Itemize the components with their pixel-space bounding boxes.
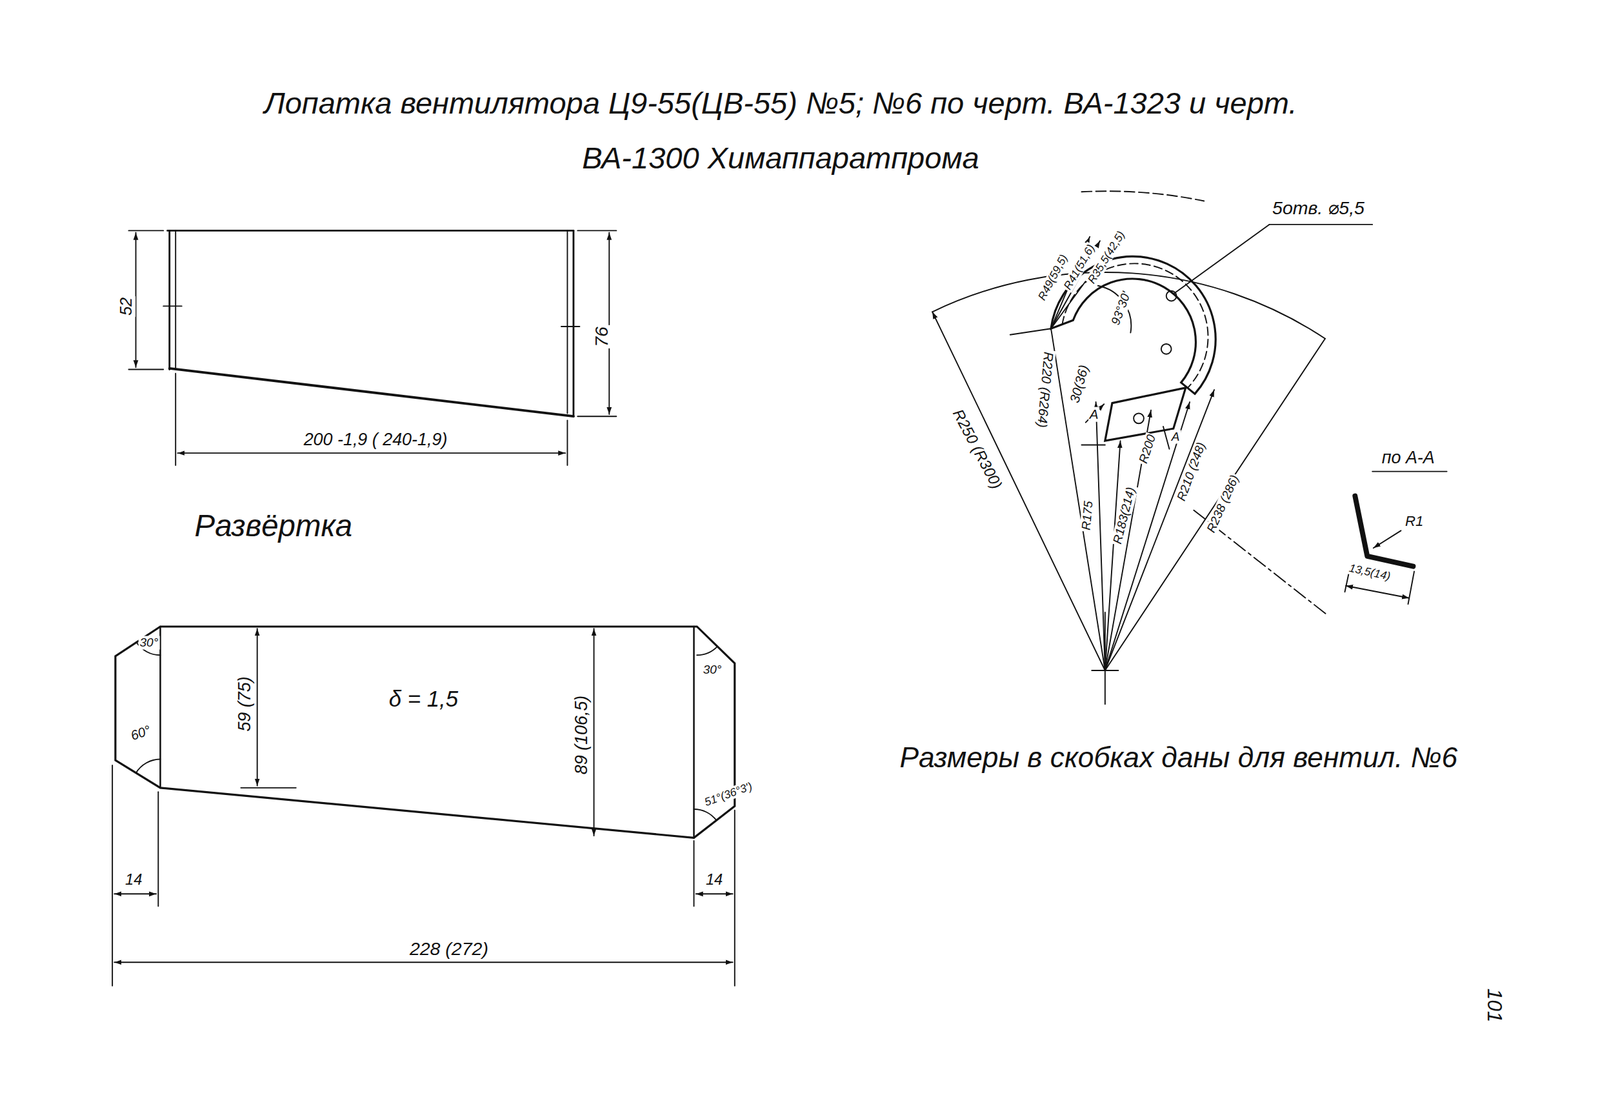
section-a-a xyxy=(1372,470,1447,473)
dimension-label: 52 xyxy=(117,295,136,317)
blade-top-view xyxy=(168,230,171,370)
sector-construction xyxy=(1050,328,1106,671)
dimension-label: 30(36) xyxy=(1067,361,1092,406)
drawing-line xyxy=(112,190,1447,986)
sector-construction xyxy=(1081,190,1204,201)
page-number: 101 xyxy=(1483,987,1507,1024)
blade-development xyxy=(692,626,695,838)
dimension-lines xyxy=(111,765,113,986)
dimension-lines xyxy=(128,369,164,371)
dimension-lines xyxy=(114,961,733,963)
blade-top-view xyxy=(174,230,177,368)
dimension-lines xyxy=(608,232,610,415)
radius-label: R200 xyxy=(1136,431,1160,466)
sector-construction xyxy=(1096,401,1106,671)
blade-top-view xyxy=(167,229,574,232)
dimension-lines xyxy=(693,840,695,906)
dimension-label: 14 xyxy=(123,870,144,888)
blade-top-view xyxy=(566,230,568,413)
dimension-lines xyxy=(128,229,164,231)
angle-label: 93°30' xyxy=(1109,288,1135,328)
blade-top-view xyxy=(561,325,580,328)
sector-construction xyxy=(932,190,1327,704)
hole-note: 5отв. ⌀5,5 xyxy=(1270,198,1366,219)
radius-label: R238 (286) xyxy=(1204,472,1243,537)
dimension-lines xyxy=(128,230,617,466)
dimension-label: 200 -1,9 ( 240-1,9) xyxy=(302,430,450,450)
dimension-lines xyxy=(240,787,296,789)
section-a-a xyxy=(1354,496,1413,567)
blade-development xyxy=(115,626,735,838)
radius-label: R250 (R300) xyxy=(949,405,1007,493)
angle-label: 51°(36°3') xyxy=(701,779,756,810)
dimension-label: 89 (106,5) xyxy=(572,694,592,777)
section-a-a xyxy=(1373,530,1402,548)
dimension-lines xyxy=(112,628,735,986)
sector-construction xyxy=(932,272,1326,339)
angle-label: 30° xyxy=(701,662,724,677)
blade-profile xyxy=(1163,426,1170,450)
section-a-a xyxy=(1408,571,1415,605)
sector-construction xyxy=(1081,444,1105,446)
sector-construction xyxy=(932,311,1106,671)
section-a-a xyxy=(1345,585,1410,599)
thickness-label: δ = 1,5 xyxy=(387,686,460,711)
view-heading: Развёртка xyxy=(193,508,355,542)
dimension-lines xyxy=(734,810,736,986)
angle-label: 30° xyxy=(138,636,160,650)
drawing-note: Размеры в скобках даны для вентил. №6 xyxy=(898,741,1459,773)
section-mark: A xyxy=(1170,429,1182,444)
blade-development xyxy=(694,809,717,820)
sector-construction xyxy=(1105,401,1190,671)
blade-top-view xyxy=(572,230,575,417)
blade-profile xyxy=(1085,403,1104,422)
dimension-label: 14 xyxy=(704,870,724,888)
radius-label: R1 xyxy=(1403,513,1425,530)
dimension-lines xyxy=(174,373,177,466)
sector-construction xyxy=(1010,328,1051,335)
section-a-a xyxy=(1344,471,1447,605)
hole-leader xyxy=(1269,223,1373,226)
dimension-label: 228 (272) xyxy=(408,938,490,959)
dimension-lines xyxy=(593,628,595,836)
hole-leader xyxy=(1173,224,1270,295)
dimension-lines xyxy=(696,892,733,895)
blade-top-view xyxy=(163,230,580,417)
radius-label: R175 xyxy=(1079,498,1096,532)
dimension-lines xyxy=(114,892,157,895)
dimension-label: 13,5(14) xyxy=(1346,561,1393,584)
section-heading: по А-А xyxy=(1380,448,1437,468)
blade-profile xyxy=(1161,343,1172,355)
blade-profile xyxy=(1133,412,1144,424)
dimension-label: 76 xyxy=(592,325,613,349)
blade-development xyxy=(696,646,718,655)
dimension-lines xyxy=(256,628,259,786)
blade-development xyxy=(115,626,735,838)
dimension-lines xyxy=(177,452,566,454)
blade-top-view xyxy=(169,368,574,417)
dimension-lines xyxy=(577,229,617,231)
dimension-lines xyxy=(157,791,159,906)
angle-label: 60° xyxy=(127,721,155,744)
section-mark: A xyxy=(1088,407,1100,422)
dimension-label: 59 (75) xyxy=(235,675,255,733)
dimension-lines xyxy=(577,415,617,417)
drawing-title: Лопатка вентилятора Ц9-55(ЦВ-55) №5; №6 … xyxy=(258,76,1304,186)
blade-development xyxy=(136,759,161,773)
radius-label: R210 (248) xyxy=(1174,439,1210,504)
blade-development xyxy=(159,626,162,788)
radius-label: R220 (R264) xyxy=(1034,349,1056,430)
sector-construction xyxy=(1105,338,1326,671)
blade-top-view xyxy=(163,305,182,307)
dimension-lines xyxy=(566,420,568,466)
hole-leader xyxy=(1173,224,1373,295)
